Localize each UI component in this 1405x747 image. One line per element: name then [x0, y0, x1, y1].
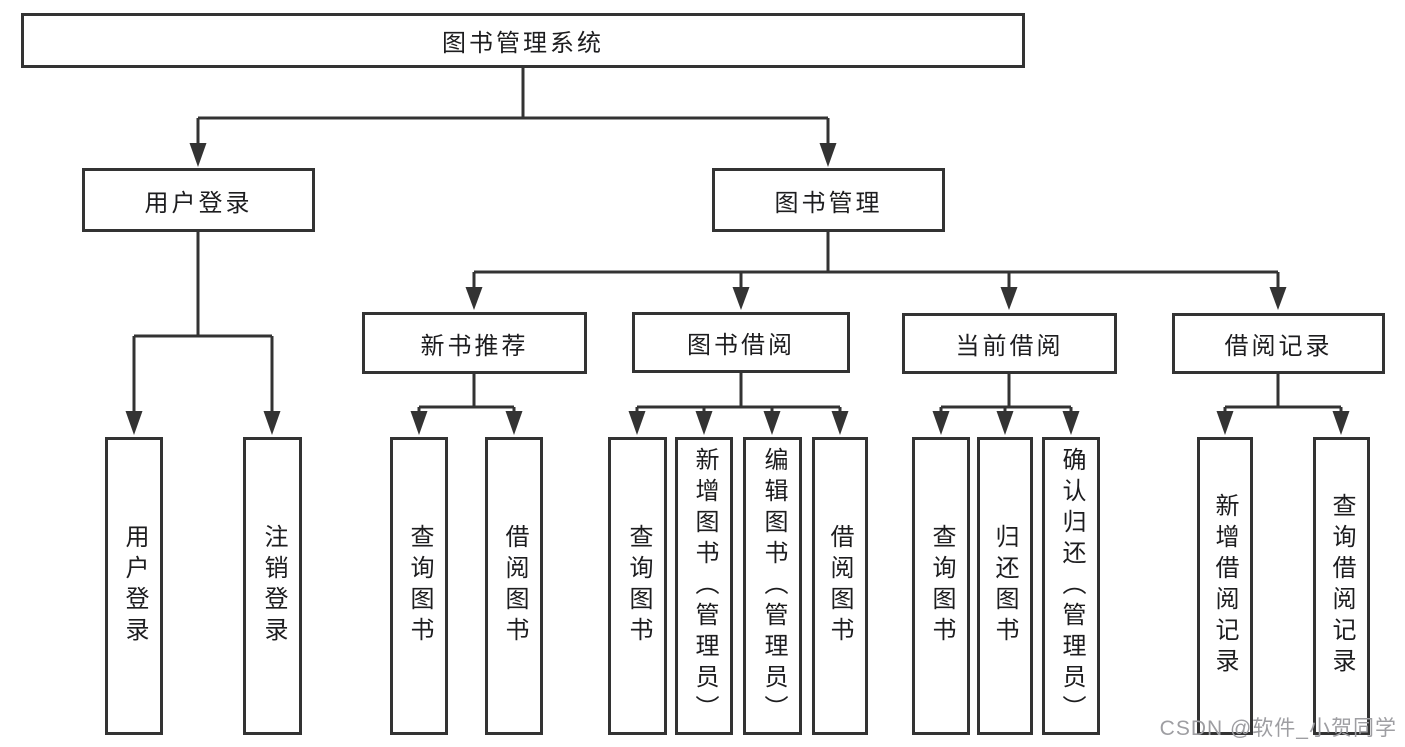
leaf-add-books-admin: 新增图书（管理员） [675, 437, 733, 735]
leaf-label: 新增图书（管理员） [691, 446, 718, 726]
leaf-label: 查询借阅记录 [1328, 493, 1355, 679]
leaf-label: 查询图书 [928, 524, 955, 648]
node-root-library-system: 图书管理系统 [21, 13, 1025, 68]
connector-book-mgmt-to-level3 [465, 232, 1287, 310]
node-book-management: 图书管理 [712, 168, 945, 232]
leaf-add-borrow-record: 新增借阅记录 [1197, 437, 1253, 735]
node-book-borrow: 图书借阅 [632, 312, 850, 373]
csdn-watermark: CSDN @软件_小贺同学 [1159, 717, 1397, 740]
leaf-borrow-books-recommend: 借阅图书 [485, 437, 543, 735]
leaf-query-books-borrow: 查询图书 [608, 437, 667, 735]
leaf-label: 确认归还（管理员） [1058, 446, 1085, 726]
leaf-edit-books-admin: 编辑图书（管理员） [743, 437, 802, 735]
node-borrow-record: 借阅记录 [1172, 313, 1385, 374]
leaf-user-login: 用户登录 [105, 437, 163, 735]
leaf-query-borrow-record: 查询借阅记录 [1313, 437, 1370, 735]
node-current-borrow: 当前借阅 [902, 313, 1117, 374]
leaf-label: 借阅图书 [826, 524, 853, 648]
leaf-label: 借阅图书 [501, 524, 528, 648]
leaf-return-books: 归还图书 [977, 437, 1033, 735]
leaf-label: 归还图书 [991, 524, 1018, 648]
connector-root-to-level2 [189, 68, 837, 167]
connector-new-book-to-leaves [410, 374, 523, 435]
connector-borrow-record-to-leaves [1216, 374, 1350, 435]
leaf-confirm-return-admin: 确认归还（管理员） [1042, 437, 1100, 735]
leaf-label: 新增借阅记录 [1211, 493, 1238, 679]
leaf-logout-login: 注销登录 [243, 437, 302, 735]
leaf-label: 查询图书 [625, 524, 652, 648]
node-new-book-recommend: 新书推荐 [362, 312, 587, 374]
node-user-login: 用户登录 [82, 168, 315, 232]
leaf-borrow-books: 借阅图书 [812, 437, 868, 735]
leaf-query-books-current: 查询图书 [912, 437, 970, 735]
leaf-label: 查询图书 [406, 524, 433, 648]
leaf-label: 注销登录 [260, 524, 287, 648]
connector-current-borrow-to-leaves [932, 374, 1080, 435]
leaf-label: 用户登录 [121, 524, 148, 648]
leaf-query-books-recommend: 查询图书 [390, 437, 448, 735]
leaf-label: 编辑图书（管理员） [760, 446, 787, 726]
connector-book-borrow-to-leaves [628, 373, 849, 435]
connector-user-login-to-leaves [125, 232, 281, 435]
